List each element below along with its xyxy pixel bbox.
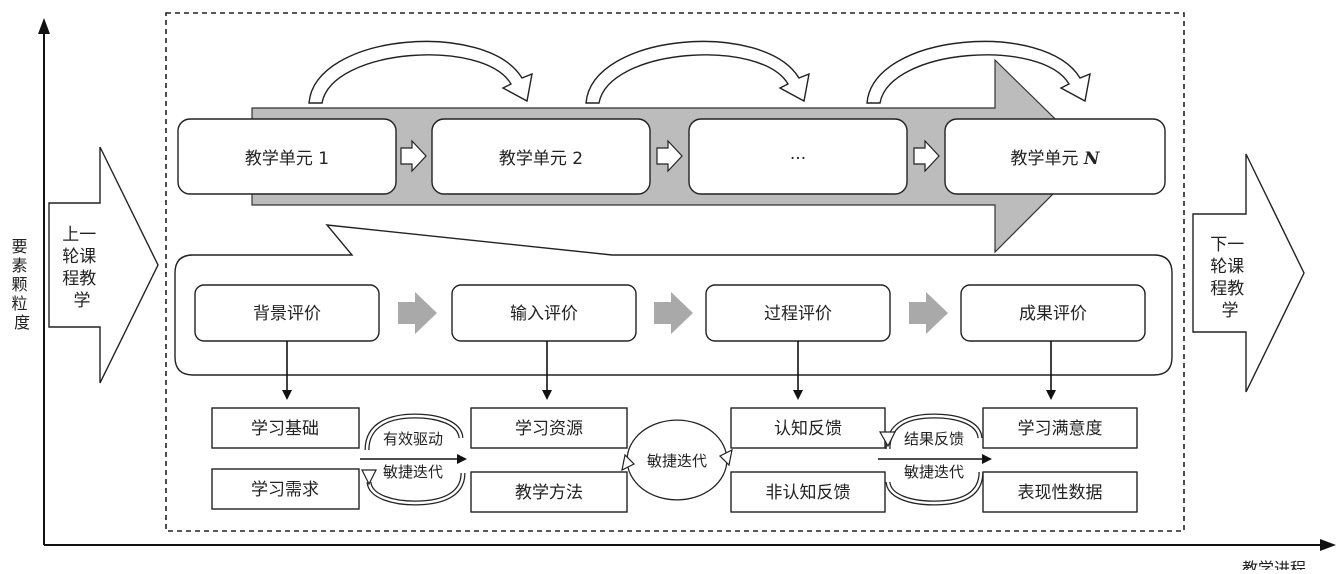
detail-bottom-box-4 (982, 471, 1138, 513)
eval-box-4 (960, 284, 1146, 342)
detail-top-box-1 (211, 407, 360, 449)
unit-box-3 (688, 118, 908, 195)
cycle-3-top-label: 结果反馈 (904, 430, 964, 448)
detail-top-box-3 (730, 407, 886, 449)
unit-box-1 (177, 118, 397, 195)
prev-round-arrow (48, 146, 159, 384)
eval-label-1: 背景评价 (253, 304, 321, 324)
next-round-arrow (1192, 153, 1305, 393)
detail-bottom-label-2: 教学方法 (515, 483, 583, 503)
unit-connector-arrow-3 (913, 139, 940, 173)
unit-label-2: 教学单元 2 (499, 149, 583, 169)
cycle-1: 有效驱动 敏捷迭代 (360, 413, 467, 506)
eval-label-4: 成果评价 (1019, 304, 1087, 324)
eval-label-3: 过程评价 (764, 304, 832, 324)
unit-label-n-text: 教学单元 (1011, 149, 1079, 169)
eval-connector-arrow-3 (909, 292, 948, 334)
eval-connector-arrow-2 (654, 292, 693, 334)
next-round-line-2: 轮课 (1210, 257, 1244, 277)
cycle-2: 敏捷迭代 (621, 419, 733, 501)
detail-bottom-box-2 (470, 471, 628, 513)
detail-top-label-2: 学习资源 (515, 419, 583, 439)
prev-round-label: 上一 轮课 程教 学 (62, 225, 101, 311)
detail-bottom-box-3 (730, 471, 886, 513)
unit-connector-arrow-2 (656, 139, 683, 173)
prev-round-line-2: 轮课 (62, 247, 96, 267)
next-round-label: 下一 轮课 程教 学 (1210, 235, 1249, 321)
detail-bottom-label-1: 学习需求 (251, 480, 319, 500)
eval-label-2: 输入评价 (510, 304, 578, 324)
y-axis-char-3: 粒 (11, 294, 27, 313)
x-axis-label: 教学进程 (1242, 559, 1306, 570)
y-axis-char-0: 要 (11, 237, 27, 256)
unit-label-n-italic: N (1083, 149, 1101, 169)
y-axis-char-4: 度 (14, 313, 30, 332)
unit-label-n: 教学单元 N (1011, 149, 1101, 169)
cycle-3: 结果反馈 敏捷迭代 (878, 413, 992, 506)
cycle-2-label: 敏捷迭代 (647, 452, 707, 470)
curved-arrow-3 (866, 40, 1091, 104)
next-round-line-1: 下一 (1210, 235, 1244, 255)
detail-top-label-4: 学习满意度 (1018, 419, 1103, 439)
y-axis-arrow-icon (38, 18, 50, 34)
cycle-1-top-label: 有效驱动 (383, 430, 443, 448)
unit-box-2 (431, 118, 651, 195)
prev-round-line-3: 程教 (62, 269, 96, 289)
unit-connector-arrow-1 (400, 139, 427, 173)
x-axis-arrow-icon (1320, 539, 1336, 551)
y-axis-char-2: 颗 (11, 275, 27, 294)
unit-box-n (944, 118, 1166, 195)
y-axis-label: 要 素 颗 粒 度 (11, 237, 32, 332)
curved-arrow-2 (585, 40, 810, 104)
detail-bottom-label-3: 非认知反馈 (766, 483, 851, 503)
y-axis-char-1: 素 (11, 256, 27, 275)
unit-label-3: ··· (790, 149, 806, 169)
detail-top-label-1: 学习基础 (251, 419, 319, 439)
eval-box-2 (451, 284, 637, 342)
prev-round-line-4: 学 (74, 291, 91, 311)
unit-label-1: 教学单元 1 (245, 149, 329, 169)
eval-connector-arrow-1 (398, 292, 437, 334)
next-round-line-4: 学 (1222, 301, 1239, 321)
next-round-line-3: 程教 (1210, 279, 1244, 299)
cycle-3-bottom-label: 敏捷迭代 (904, 463, 964, 481)
detail-top-box-4 (982, 407, 1138, 449)
prev-round-line-1: 上一 (62, 225, 96, 245)
cycle-1-bottom-label: 敏捷迭代 (383, 463, 443, 481)
detail-top-label-3: 认知反馈 (774, 419, 842, 439)
detail-bottom-box-1 (211, 468, 360, 510)
detail-bottom-label-4: 表现性数据 (1018, 483, 1103, 503)
curved-arrow-1 (308, 40, 533, 104)
detail-top-box-2 (470, 407, 628, 449)
dashed-frame (165, 12, 1185, 532)
